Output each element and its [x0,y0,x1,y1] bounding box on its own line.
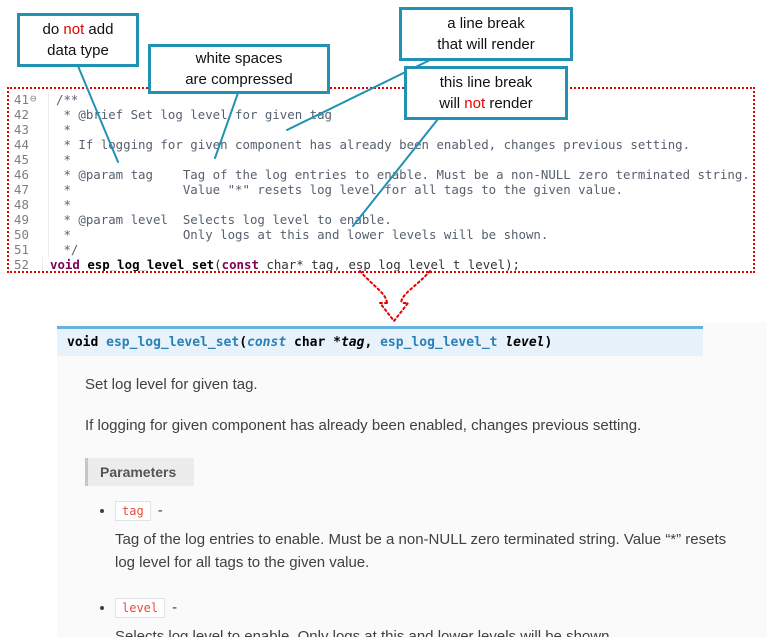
callout-line: do not add [42,21,114,38]
param-dash: - [157,502,163,519]
callout-line: white spaces [195,50,283,67]
arrow-right-side [400,270,431,304]
code-line-52: 52 void esp_log_level_set(const char* ta… [9,257,753,272]
param-dash: - [172,598,178,616]
red-dotted-arrow [359,270,431,323]
rendered-docs-panel: void esp_log_level_set(const char *tag, … [57,322,767,637]
callout-line: that will render [437,36,535,53]
detailed-description: If logging for given component has alrea… [85,417,642,434]
emphasis-not: not [63,21,85,38]
list-item: tag- Tag of the log entries to enable. M… [115,501,747,575]
doc-body: Set log level for given tag. If logging … [57,356,767,637]
sig-param-level: level [505,335,545,350]
param-name-chip: level [115,597,166,618]
arrow-head [377,302,411,323]
function-declaration: void esp_log_level_set(const char* tag, … [50,257,521,272]
function-name: esp_log_level_set [87,257,215,272]
param-name-chip: tag [115,501,151,521]
callout-line: data type [47,42,109,59]
callout-line: are compressed [185,71,293,88]
callout-line-break-not-render: this line break will not render [404,66,568,120]
doxygen-comment-block: /** * @brief Set log level for given tag… [56,92,750,257]
callout-whitespace-compressed: white spaces are compressed [148,44,330,94]
callout-line: this line break [439,74,533,91]
param-description: Tag of the log entries to enable. Must b… [115,531,727,572]
sig-param-tag: tag [340,335,365,350]
list-item: level- Selects log level to enable. Only… [115,597,747,637]
keyword-const: const [221,257,259,272]
sig-keyword-void: void [67,335,107,350]
arrow-left-side [359,270,388,304]
emphasis-not: not [464,95,486,112]
sig-function-name: esp_log_level_set [106,335,240,350]
callout-line-break-renders: a line break that will render [399,7,573,61]
sig-keyword-const: const [247,335,287,350]
parameters-rubric: Parameters [85,458,195,486]
code-editor-snippet: ⊖ 41 42 43 44 45 46 47 48 49 50 51 /** *… [7,87,755,273]
sig-type-link[interactable]: esp_log_level_t [380,335,498,350]
callout-line: a line break [447,15,525,32]
callout-line: will not render [439,95,533,112]
line-number-gutter: 41 42 43 44 45 46 47 48 49 50 51 [9,92,49,257]
function-signature-bar: void esp_log_level_set(const char *tag, … [57,326,703,356]
keyword-void: void [50,257,80,272]
parameter-list: tag- Tag of the log entries to enable. M… [115,501,747,637]
callout-no-datatype: do not add data type [17,13,139,67]
line-number: 52 [9,257,43,271]
brief-description: Set log level for given tag. [85,376,258,393]
code-fold-icon[interactable]: ⊖ [30,92,37,105]
param-description: Selects log level to enable. Only logs a… [115,627,614,637]
